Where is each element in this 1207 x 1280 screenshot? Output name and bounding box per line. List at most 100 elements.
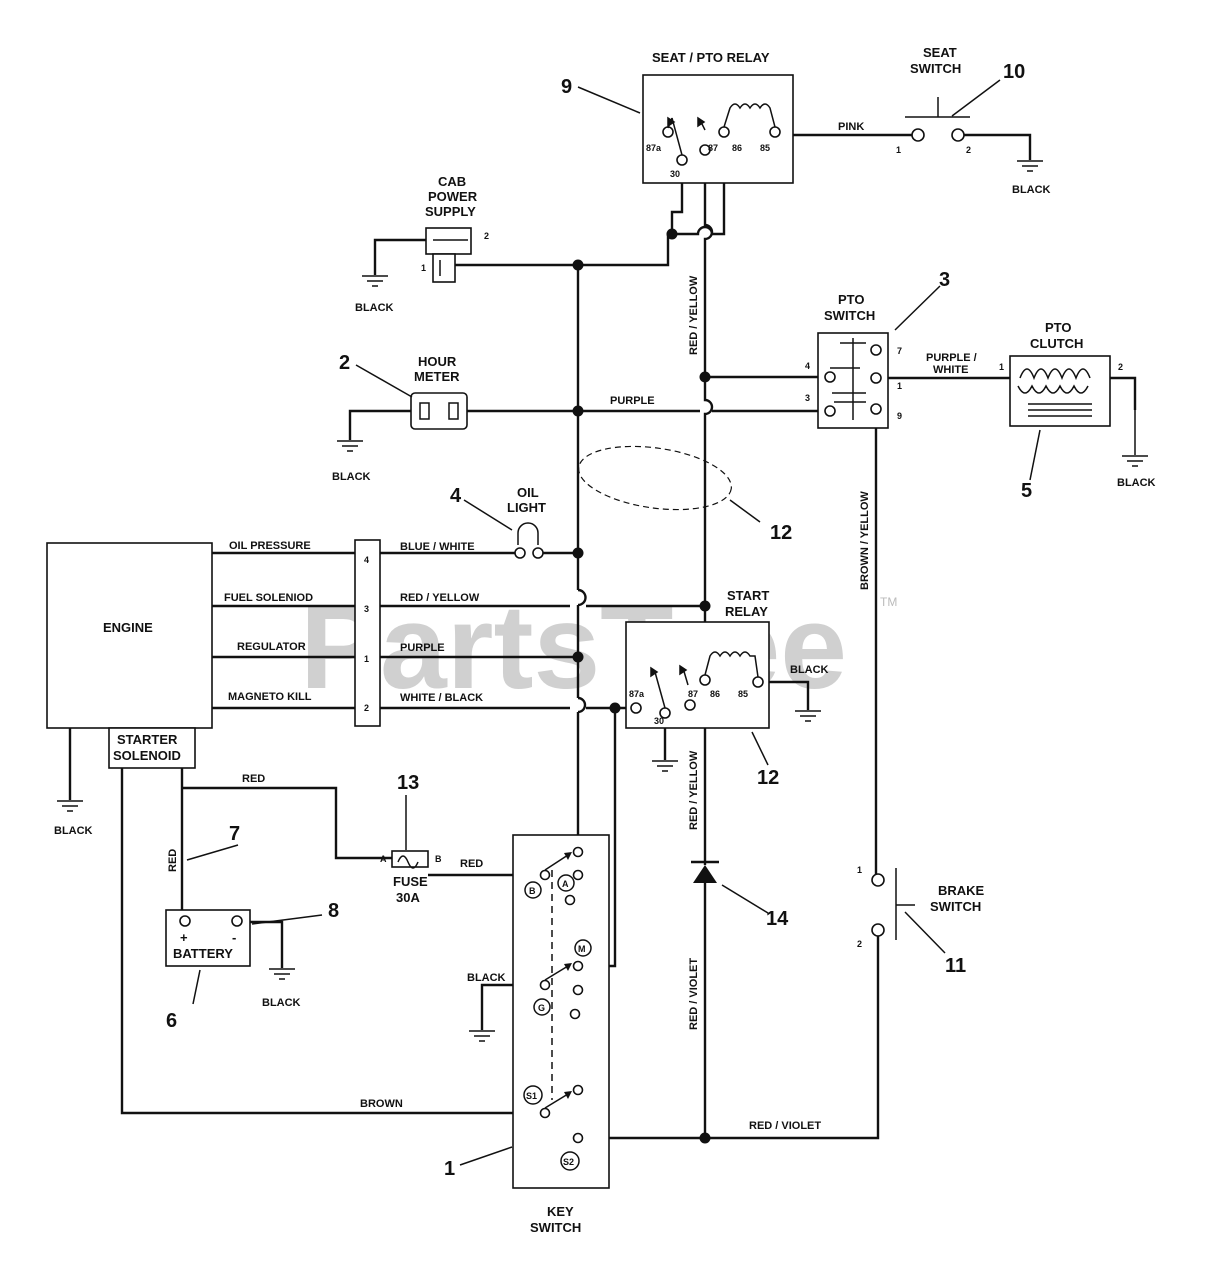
start-relay-label-1: START xyxy=(727,588,769,603)
engine-label: ENGINE xyxy=(103,620,153,635)
junction-dot xyxy=(699,600,711,612)
connector-pin-1: 1 xyxy=(364,654,369,664)
battery-minus: - xyxy=(232,930,236,945)
junction-dot xyxy=(572,405,584,417)
callout-9: 9 xyxy=(561,76,572,98)
engine-box xyxy=(46,542,213,729)
fuse-pin-a: A xyxy=(380,854,387,864)
wire-red-violet-vertical: RED / VIOLET xyxy=(688,958,700,1030)
seat-switch: 1 2 xyxy=(896,97,971,155)
callout-10: 10 xyxy=(1003,61,1025,83)
brake-switch: 1 2 xyxy=(857,865,915,949)
starter-solenoid-label-1: STARTER xyxy=(117,732,178,747)
fuse-pin-b: B xyxy=(435,854,442,864)
callout-4: 4 xyxy=(450,485,462,507)
brake-switch-label-1: BRAKE xyxy=(938,883,985,898)
pto-clutch-label-1: PTO xyxy=(1045,320,1072,335)
watermark-tm: TM xyxy=(880,595,897,609)
cab-label-3: SUPPLY xyxy=(425,204,476,219)
cab-label-2: POWER xyxy=(428,189,478,204)
fuse-label-1: FUSE xyxy=(393,874,428,889)
engine-lead-oil-pressure: OIL PRESSURE xyxy=(229,540,311,552)
fuse: A B xyxy=(380,850,442,869)
wires xyxy=(68,133,1032,1140)
hour-meter-label-2: METER xyxy=(414,369,460,384)
pto-pin-9: 9 xyxy=(897,411,902,421)
key-pos-g: G xyxy=(538,1003,545,1013)
ground-label-battery: BLACK xyxy=(262,997,301,1009)
cab-label-1: CAB xyxy=(438,174,466,189)
callout-12a: 12 xyxy=(770,522,792,544)
diode xyxy=(691,860,719,883)
wire-black-key: BLACK xyxy=(467,972,506,984)
callout-1: 1 xyxy=(444,1158,455,1180)
wire-red-violet-bottom: RED / VIOLET xyxy=(749,1120,821,1132)
pto-switch-label-1: PTO xyxy=(838,292,865,307)
junction-dot xyxy=(572,547,584,559)
ground-label-start-relay: BLACK xyxy=(790,664,829,676)
connector-pin-4: 4 xyxy=(364,555,369,565)
junction-dot xyxy=(699,371,711,383)
key-switch: B A M G S1 S2 xyxy=(512,834,610,1189)
oil-light xyxy=(514,522,544,559)
callout-13: 13 xyxy=(397,772,419,794)
callout-8: 8 xyxy=(328,900,339,922)
junction-dot xyxy=(666,228,678,240)
wire-red-top: RED xyxy=(242,773,265,785)
seat-switch-pin-2: 2 xyxy=(966,145,971,155)
key-pos-m: M xyxy=(578,944,586,954)
engine-lead-fuel-solenoid: FUEL SOLENIOD xyxy=(224,592,313,604)
pto-clutch-label-2: CLUTCH xyxy=(1030,336,1083,351)
seat-switch-pin-1: 1 xyxy=(896,145,901,155)
callout-3: 3 xyxy=(939,269,950,291)
starter-solenoid-box xyxy=(108,727,196,769)
relay12-pin-86: 86 xyxy=(710,689,720,699)
engine-connector xyxy=(354,539,381,727)
hour-meter xyxy=(410,392,468,430)
relay9-pin-87a: 87a xyxy=(646,143,662,153)
battery xyxy=(165,909,251,967)
callout-12b: 12 xyxy=(757,767,779,789)
ground-label-hour-meter: BLACK xyxy=(332,471,371,483)
starter-solenoid-label-2: SOLENOID xyxy=(113,748,181,763)
pto-pin-4: 4 xyxy=(805,361,810,371)
junction-dot xyxy=(572,259,584,271)
hour-meter-label-1: HOUR xyxy=(418,354,457,369)
start-relay-label-2: RELAY xyxy=(725,604,768,619)
connector-pin-2: 2 xyxy=(364,703,369,713)
wire-brown-yellow: BROWN / YELLOW xyxy=(859,491,871,590)
oil-light-label-1: OIL xyxy=(517,485,539,500)
wire-red-yellow-top: RED / YELLOW xyxy=(688,275,700,355)
key-pos-s2: S2 xyxy=(563,1157,574,1167)
pto-pin-3: 3 xyxy=(805,393,810,403)
connector-pin-3: 3 xyxy=(364,604,369,614)
start-relay: 87a 30 87 86 85 xyxy=(625,621,770,729)
wire-purple-regulator: PURPLE xyxy=(400,642,445,654)
engine-lead-magneto-kill: MAGNETO KILL xyxy=(228,691,312,703)
wire-pink: PINK xyxy=(838,121,864,133)
callout-14: 14 xyxy=(766,908,789,930)
relay12-pin-87: 87 xyxy=(688,689,698,699)
junction-dot xyxy=(609,702,621,714)
wire-purple-white-2: WHITE xyxy=(933,364,968,376)
harness-ellipse xyxy=(578,445,732,511)
cab-power-supply: 2 1 xyxy=(421,227,489,283)
ground-symbols xyxy=(57,160,1148,1042)
brake-switch-label-2: SWITCH xyxy=(930,899,981,914)
clutch-pin-2: 2 xyxy=(1118,362,1123,372)
cab-pin-2: 2 xyxy=(484,231,489,241)
relay9-pin-86: 86 xyxy=(732,143,742,153)
relay9-pin-30: 30 xyxy=(670,169,680,179)
pto-pin-1: 1 xyxy=(897,381,902,391)
key-pos-a: A xyxy=(562,879,569,889)
callout-7: 7 xyxy=(229,823,240,845)
relay9-pin-85: 85 xyxy=(760,143,770,153)
pto-switch: 4 3 7 1 9 xyxy=(805,332,902,429)
seat-pto-relay: 87a 30 87 86 85 xyxy=(642,74,794,184)
key-switch-label-1: KEY xyxy=(547,1204,574,1219)
callout-6: 6 xyxy=(166,1010,177,1032)
ground-label-pto-clutch: BLACK xyxy=(1117,477,1156,489)
wire-brown: BROWN xyxy=(360,1098,403,1110)
battery-label: BATTERY xyxy=(173,946,233,961)
